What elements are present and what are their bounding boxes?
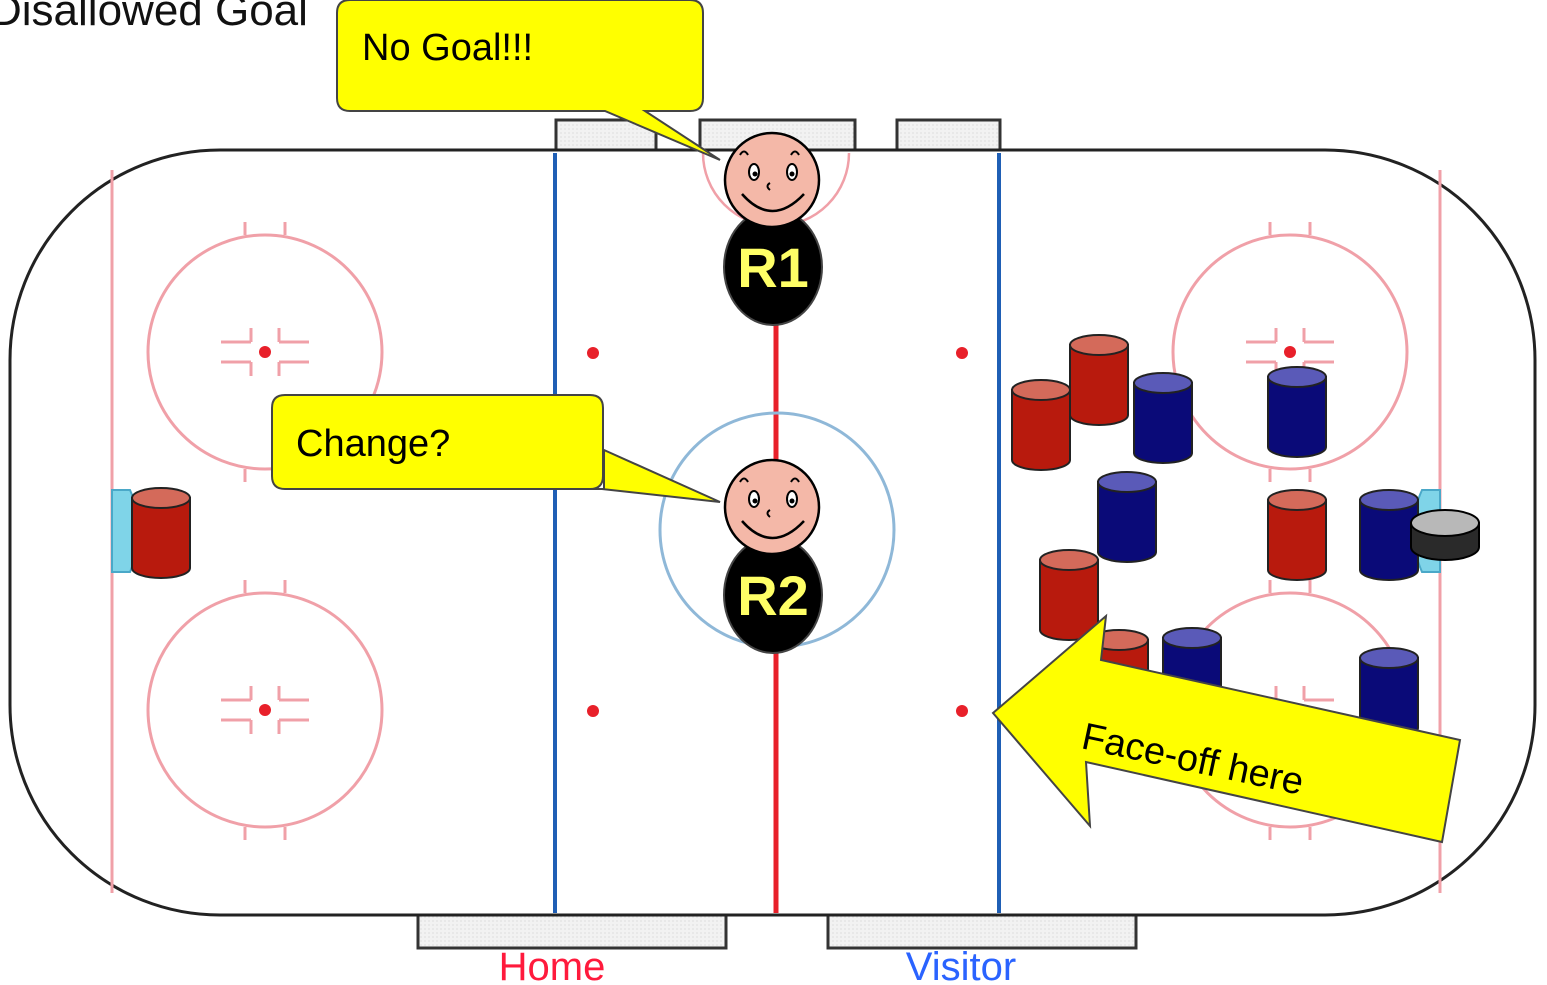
visitor-player [1267, 366, 1327, 458]
puck [1410, 509, 1480, 561]
home-player [1011, 379, 1071, 471]
faceoff-dot-neutral-visitor-top [956, 347, 968, 359]
visitor-player [1359, 489, 1419, 581]
home-label: Home [499, 945, 606, 985]
referee-r1-label: R1 [737, 236, 809, 299]
penalty-box-right [895, 118, 1002, 154]
faceoff-circle-bottom-left [146, 591, 384, 829]
visitor-bench [826, 910, 1138, 950]
referee-r1: R1 [723, 131, 823, 326]
home-player [131, 487, 191, 579]
faceoff-circle-top-left [146, 233, 384, 471]
faceoff-dot [259, 704, 271, 716]
callout-no-goal-text: No Goal!!! [362, 27, 533, 69]
referee-r2: R2 [723, 458, 823, 654]
referee-r2-label: R2 [737, 564, 809, 627]
home-player [1267, 489, 1327, 581]
faceoff-dot-neutral-home-top [587, 347, 599, 359]
players [131, 334, 1419, 739]
referee-r1-face-icon [723, 131, 821, 229]
home-player [1069, 334, 1129, 426]
faceoff-dot [259, 346, 271, 358]
referee-r2-face-icon [723, 458, 821, 556]
faceoff-dot-neutral-visitor-bottom [956, 705, 968, 717]
page-title: Disallowed Goal [0, 0, 308, 35]
home-bench [416, 910, 728, 950]
faceoff-circle-top-right [1171, 233, 1409, 471]
home-player [1039, 549, 1099, 641]
callout-change-text: Change? [296, 423, 450, 465]
faceoff-dot-neutral-home-bottom [587, 705, 599, 717]
faceoff-dot [1284, 346, 1296, 358]
visitor-label: Visitor [906, 945, 1016, 985]
visitor-player [1097, 471, 1157, 563]
visitor-player [1133, 372, 1193, 464]
visitor-player [1359, 647, 1419, 739]
callout-change: Change? [271, 394, 721, 503]
callout-no-goal: No Goal!!! [336, 0, 721, 161]
